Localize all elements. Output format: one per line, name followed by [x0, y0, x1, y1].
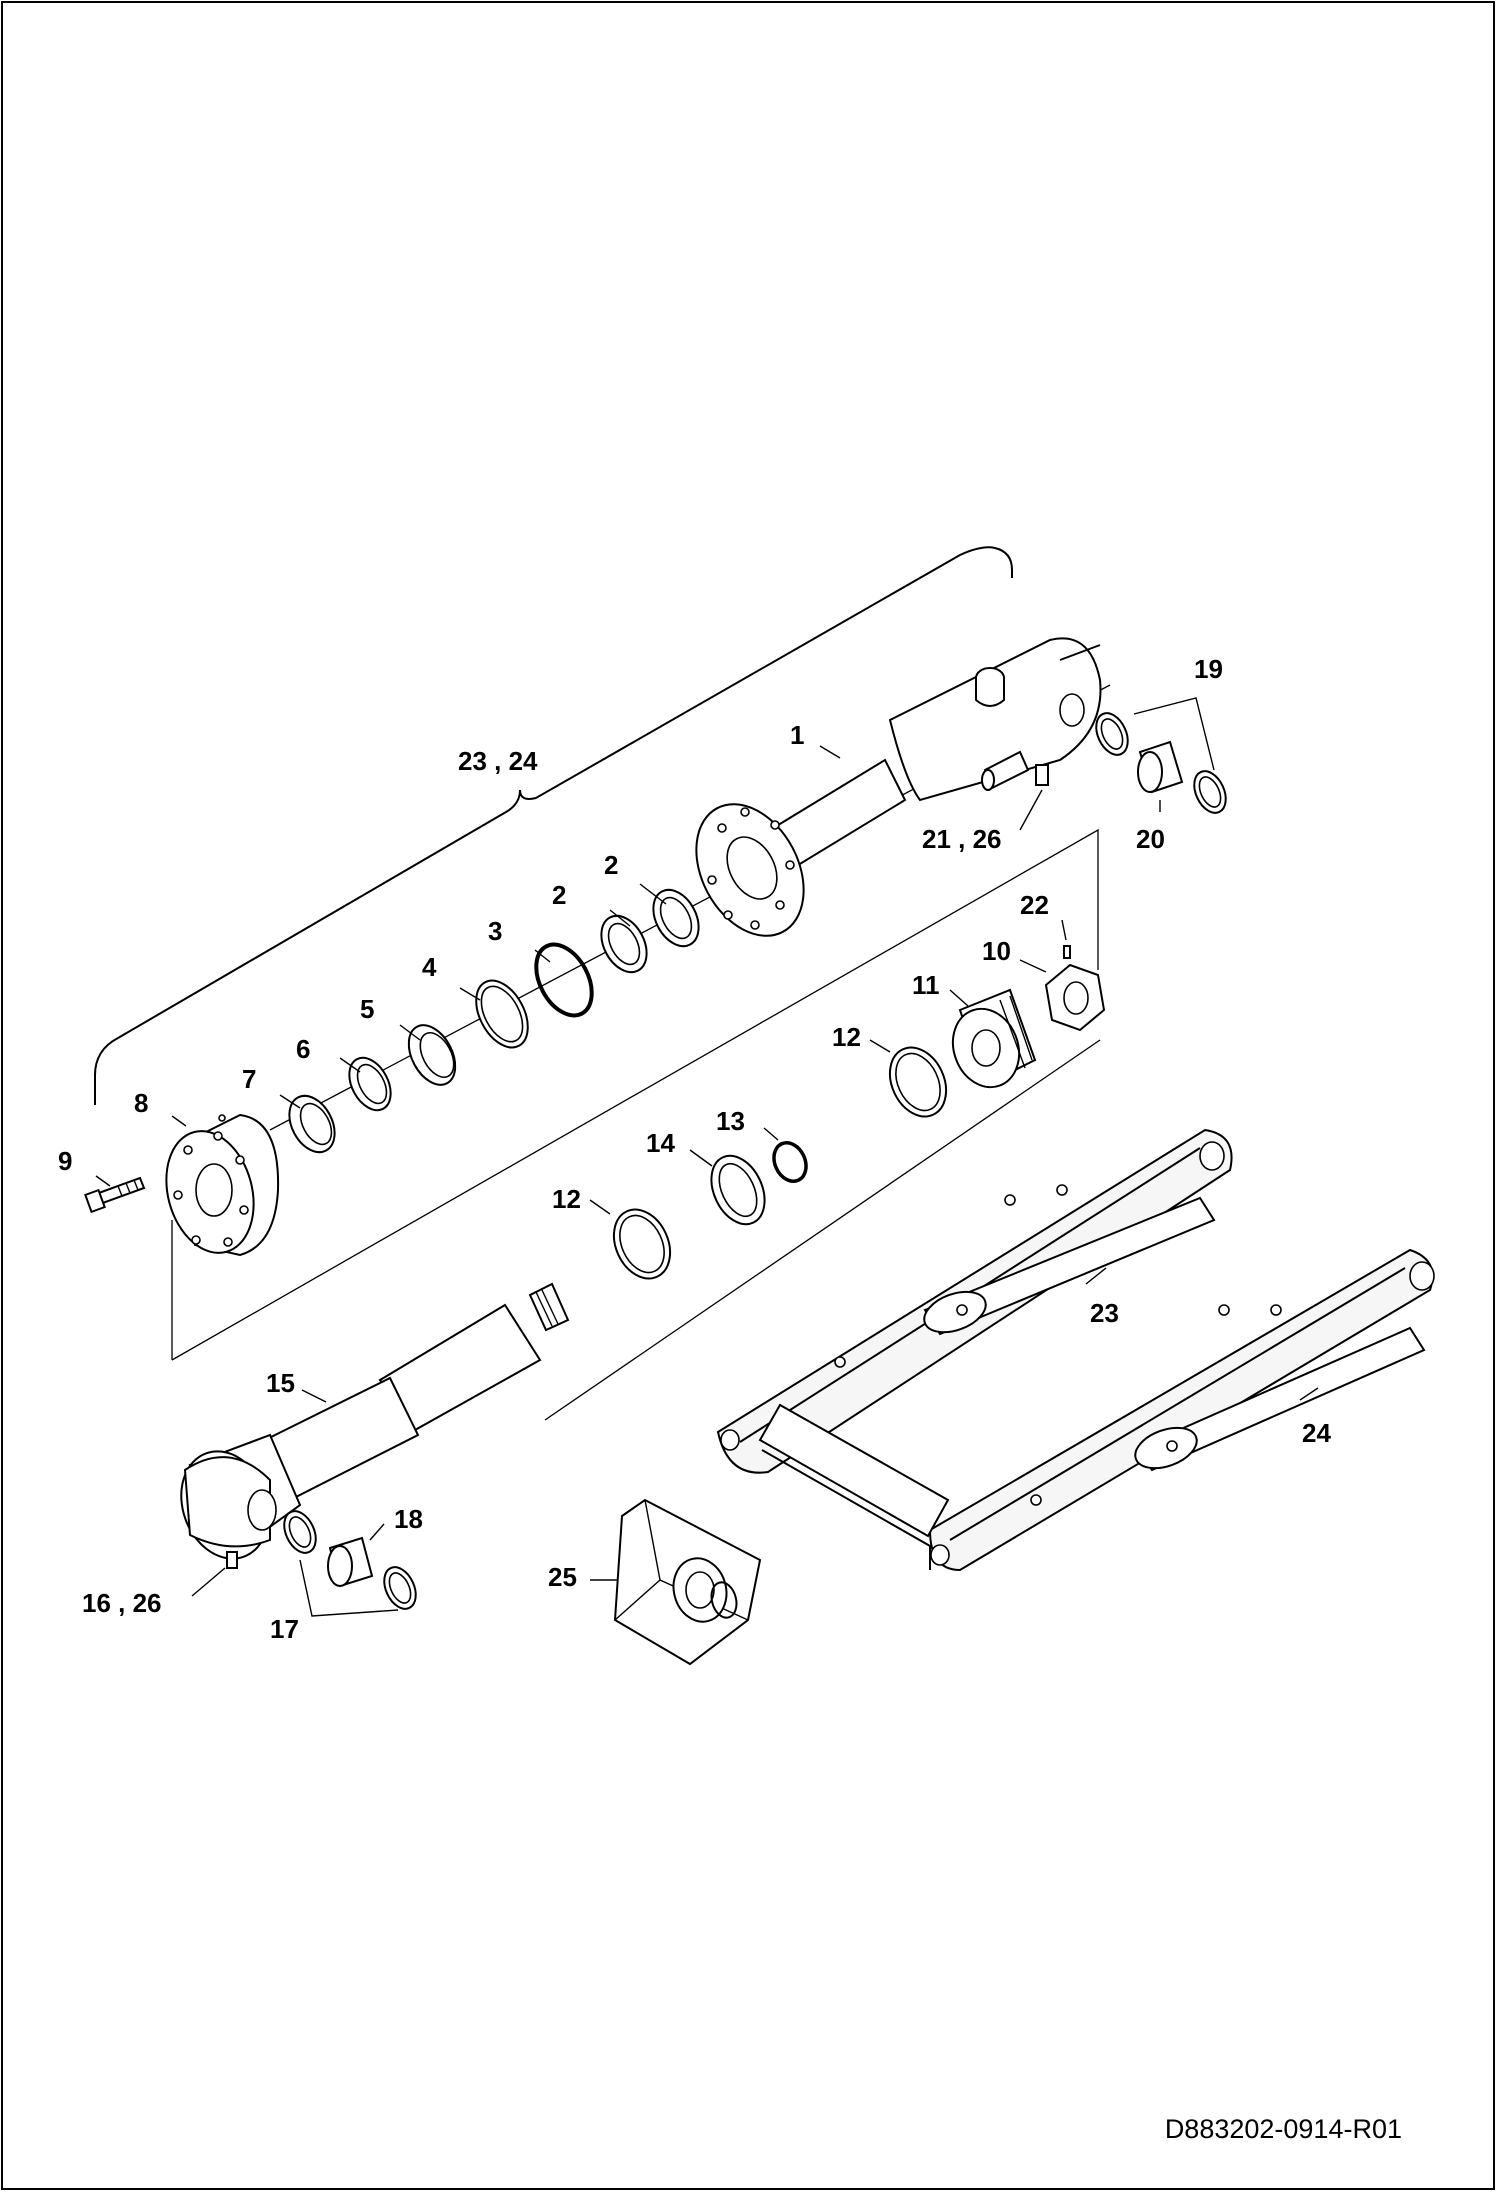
callout-3: 3 [488, 916, 502, 946]
pin-bushing-18-and-seals-17 [283, 1510, 417, 1617]
assembly-brace [94, 546, 1013, 1105]
callout-18: 18 [394, 1504, 423, 1534]
seal-rings [288, 888, 700, 1154]
callout-4: 4 [422, 952, 437, 982]
callout-6: 6 [296, 1034, 310, 1064]
callout-15: 15 [266, 1368, 295, 1398]
callout-12-upper: 12 [832, 1022, 861, 1052]
callout-19: 19 [1194, 654, 1223, 684]
boom-assembly [716, 1128, 1435, 1572]
callout-17: 17 [270, 1614, 299, 1644]
leader-lines [95, 745, 1319, 1597]
callout-5: 5 [360, 994, 374, 1024]
callout-22: 22 [1020, 890, 1049, 920]
callout-23: 23 [1090, 1298, 1119, 1328]
callout-24: 24 [1302, 1418, 1331, 1448]
callout-20: 20 [1136, 824, 1165, 854]
callout-10: 10 [982, 936, 1011, 966]
callout-7: 7 [242, 1064, 256, 1094]
callout-1: 1 [790, 720, 804, 750]
callout-23-24: 23 , 24 [458, 746, 538, 776]
piston-11 [951, 988, 1037, 1089]
lock-nut-10 [1044, 963, 1106, 1032]
rings-12-13-14 [612, 1046, 948, 1280]
grease-nipple-21 [1019, 764, 1049, 831]
callout-2-right: 2 [604, 850, 618, 880]
set-screw-22 [1063, 945, 1071, 959]
cylinder-head-8 [165, 1113, 280, 1257]
bolt-9 [84, 1176, 146, 1214]
callout-16-26: 16 , 26 [82, 1588, 162, 1618]
callout-13: 13 [716, 1106, 745, 1136]
callout-11: 11 [912, 970, 940, 1000]
callout-14: 14 [646, 1128, 675, 1158]
cylinder-tube [695, 637, 1102, 937]
assembly-axis-lower [544, 1039, 1101, 1421]
callout-9: 9 [58, 1146, 72, 1176]
callout-2-left: 2 [552, 880, 566, 910]
mounting-bracket-25 [613, 1498, 762, 1666]
callout-8: 8 [134, 1088, 148, 1118]
callout-21-26: 21 , 26 [922, 824, 1002, 854]
document-id: D883202-0914-R01 [1164, 2114, 1402, 2144]
bushing-20-and-seals-19 [1095, 697, 1227, 814]
callout-12-lower: 12 [552, 1184, 581, 1214]
piston-rod-15 [180, 1282, 570, 1569]
assembly-axis-rod [171, 828, 1099, 1361]
callout-25: 25 [548, 1562, 577, 1592]
